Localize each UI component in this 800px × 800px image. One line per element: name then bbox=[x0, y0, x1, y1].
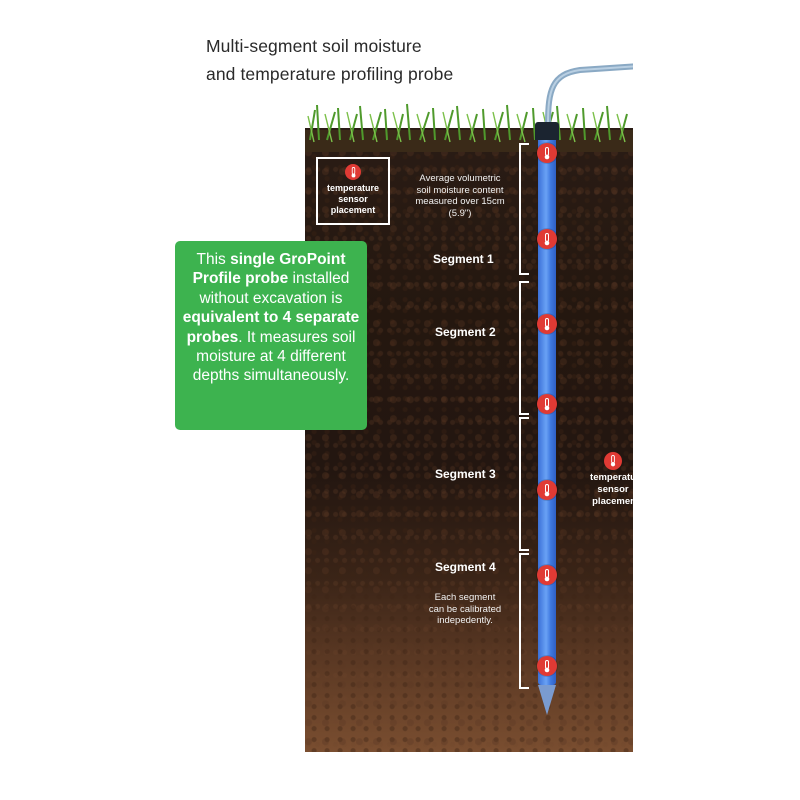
note-line-3: measured over 15cm bbox=[415, 196, 505, 207]
callout-text: This bbox=[196, 251, 231, 268]
thermometer-icon bbox=[537, 314, 557, 334]
calib-line-2: can be calibrated bbox=[428, 603, 502, 615]
title-line-2: and temperature profiling probe bbox=[206, 64, 454, 84]
calibration-note: Each segment can be calibrated indepeden… bbox=[410, 592, 520, 627]
callout-text: . It measures soil moisture at 4 differe… bbox=[192, 328, 356, 385]
legend-line-1: temperature bbox=[326, 182, 380, 193]
thermometer-icon bbox=[537, 394, 557, 414]
right-label-line-3: placemer bbox=[592, 496, 634, 507]
title-line-1: Multi-segment soil moisture bbox=[206, 36, 422, 56]
legend-line-3: placement bbox=[330, 204, 376, 215]
segment-3-bracket bbox=[519, 417, 529, 551]
calib-line-3: indepedently. bbox=[437, 615, 493, 626]
soil-cross-section bbox=[305, 128, 633, 752]
callout-box: This single GroPoint Profile probe insta… bbox=[175, 241, 367, 430]
segment-4-label: Segment 4 bbox=[435, 560, 496, 574]
callout-text: installed without excavation is bbox=[199, 270, 350, 307]
thermometer-icon bbox=[537, 229, 557, 249]
measurement-note: Average volumetric soil moisture content… bbox=[400, 173, 520, 219]
note-line-4: (5.9") bbox=[448, 207, 472, 219]
page-margin bbox=[633, 0, 800, 800]
probe-cable bbox=[545, 63, 643, 127]
right-label-line-2: sensor bbox=[597, 484, 629, 495]
segment-1-bracket bbox=[519, 143, 529, 275]
segment-3-label: Segment 3 bbox=[435, 467, 496, 481]
segment-2-bracket bbox=[519, 281, 529, 415]
thermometer-icon bbox=[345, 164, 361, 180]
thermometer-icon bbox=[537, 565, 557, 585]
callout-bold: single GroPoint Profile probe bbox=[192, 251, 346, 288]
segment-2-label: Segment 2 bbox=[435, 325, 496, 339]
legend-line-2: sensor bbox=[338, 193, 368, 204]
thermometer-icon bbox=[604, 452, 622, 470]
note-line-2: soil moisture content bbox=[416, 184, 504, 196]
segment-4-bracket bbox=[519, 553, 529, 689]
note-line-1: Average volumetric bbox=[419, 173, 501, 184]
thermometer-icon bbox=[537, 656, 557, 676]
probe-tip bbox=[538, 685, 556, 715]
temperature-legend-box: temperature sensor placement bbox=[316, 157, 390, 225]
thermometer-icon bbox=[537, 143, 557, 163]
right-label-line-1: temperatu bbox=[590, 472, 636, 483]
right-temperature-label: temperatu sensor placemer bbox=[578, 452, 648, 508]
callout-bold: equivalent to 4 separate probes bbox=[182, 309, 360, 346]
diagram-title: Multi-segment soil moisture and temperat… bbox=[206, 32, 453, 88]
thermometer-icon bbox=[537, 480, 557, 500]
segment-1-label: Segment 1 bbox=[433, 252, 494, 266]
probe-cap bbox=[535, 122, 559, 140]
calib-line-1: Each segment bbox=[434, 592, 496, 603]
